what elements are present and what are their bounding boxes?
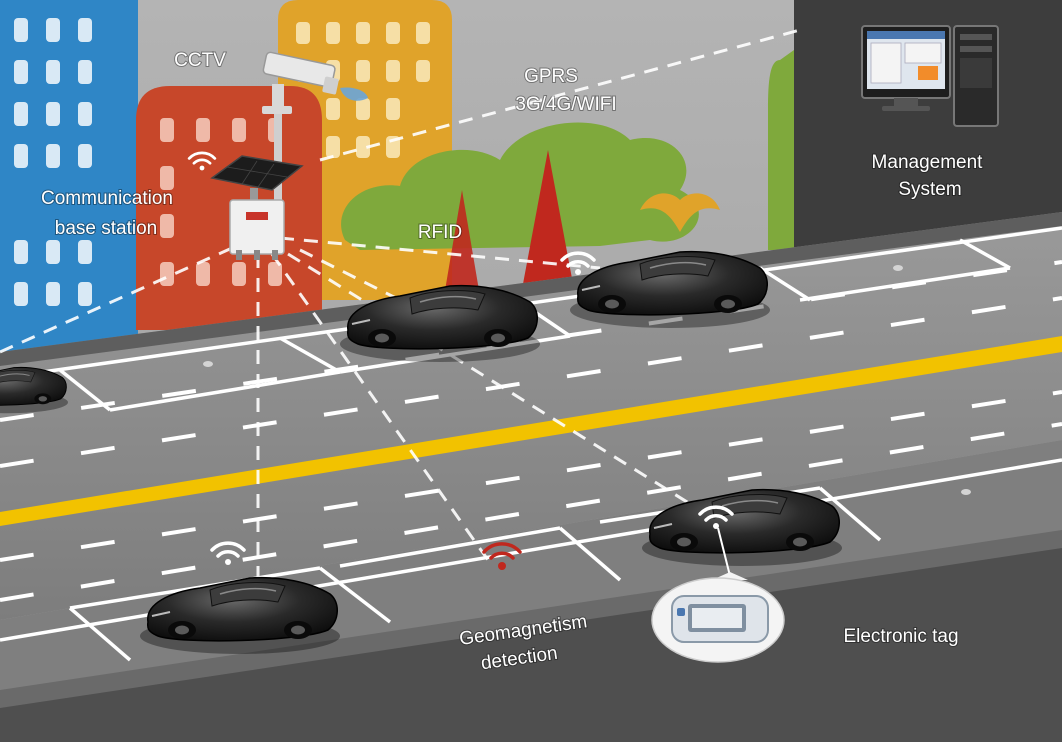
signal-lines bbox=[0, 28, 801, 580]
electronic-tag-label: Electronic tag bbox=[843, 626, 958, 647]
cctv-label: CCTV bbox=[174, 50, 226, 71]
base-station-label-line2: base station bbox=[55, 218, 157, 239]
center-line bbox=[0, 336, 1062, 526]
gprs-label: GPRS bbox=[524, 66, 578, 87]
solar-base-station-icon bbox=[210, 155, 304, 260]
base-station-label: Communication bbox=[41, 188, 173, 209]
blue-building bbox=[0, 0, 138, 360]
desktop-computer-icon bbox=[861, 25, 999, 127]
geomagnetism-sensor-icon bbox=[482, 542, 522, 570]
road bbox=[0, 212, 1062, 742]
network-label: 3G/4G/WIFI bbox=[515, 94, 616, 115]
electronic-tag-device-icon bbox=[651, 527, 785, 663]
rfid-label: RFID bbox=[418, 222, 462, 243]
management-system-label-line2: System bbox=[898, 179, 961, 200]
management-system-label: Management bbox=[872, 152, 984, 173]
